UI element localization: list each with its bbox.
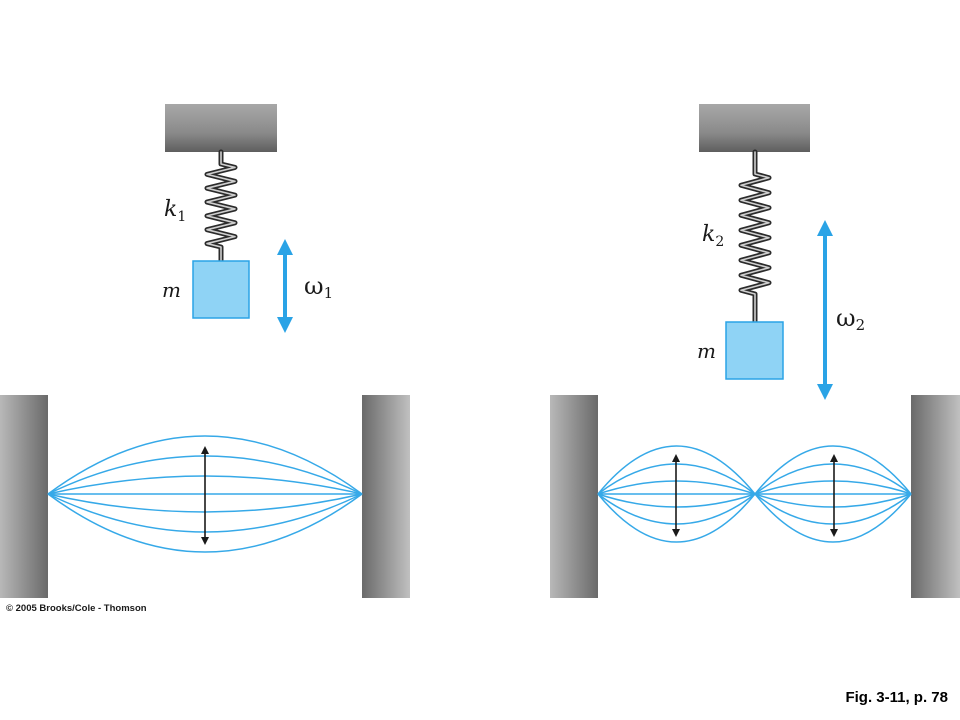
string-mode-curve bbox=[754, 480, 912, 495]
left-string-wall-left bbox=[0, 395, 48, 598]
string-mode-curve bbox=[754, 463, 912, 495]
right-spring-constant-label: k2 bbox=[702, 222, 724, 250]
string-mode-curve bbox=[754, 493, 912, 543]
right-standing-wave bbox=[597, 445, 912, 543]
string-mode-curve bbox=[754, 493, 912, 525]
string-mode-curve bbox=[47, 435, 363, 495]
right-spring-system: k2 m ω2 bbox=[697, 104, 865, 400]
right-frequency-label: ω2 bbox=[836, 304, 865, 334]
left-mass-block bbox=[192, 260, 250, 319]
copyright-notice: © 2005 Brooks/Cole - Thomson bbox=[6, 603, 147, 614]
right-mass-block bbox=[725, 321, 784, 380]
right-ceiling-support bbox=[699, 104, 810, 152]
left-string-wall-right bbox=[362, 395, 410, 598]
left-frequency-label: ω1 bbox=[304, 272, 333, 302]
right-mass-label: m bbox=[697, 339, 716, 363]
string-mode-curve bbox=[597, 493, 756, 543]
right-string-system bbox=[550, 395, 960, 598]
left-spring-constant-label: k1 bbox=[164, 197, 186, 225]
figure-caption: Fig. 3-11, p. 78 bbox=[845, 689, 948, 706]
left-ceiling-support bbox=[165, 104, 277, 152]
left-string-system bbox=[0, 395, 410, 598]
right-string-wall-left bbox=[550, 395, 598, 598]
left-spring-system: k1 m ω1 bbox=[162, 104, 333, 333]
string-mode-curve bbox=[47, 493, 363, 553]
string-mode-curve bbox=[597, 445, 756, 495]
string-mode-curve bbox=[754, 493, 912, 508]
left-mass-label: m bbox=[162, 278, 181, 302]
string-mode-curve bbox=[754, 445, 912, 495]
right-string-wall-right bbox=[911, 395, 960, 598]
